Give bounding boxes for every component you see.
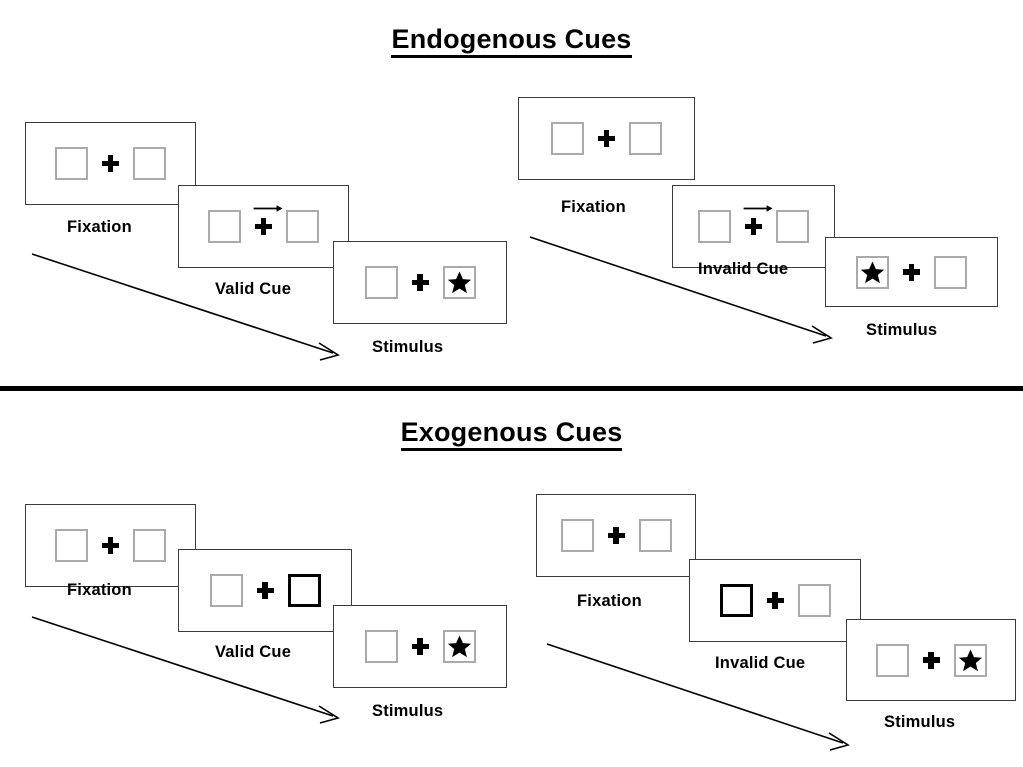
placeholder-box-right <box>934 255 967 289</box>
panel-caption-valid-cue: Valid Cue <box>215 280 292 298</box>
trial-panel-valid-cue <box>178 185 349 268</box>
plus-icon <box>903 263 920 281</box>
placeholder-box-right <box>133 147 166 180</box>
star-icon <box>447 270 472 295</box>
trial-panel-fixation <box>518 97 695 180</box>
panel-caption-fixation: Fixation <box>577 592 642 610</box>
plus-icon <box>411 638 429 655</box>
plus-icon <box>411 274 429 291</box>
placeholder-box-left <box>551 122 584 155</box>
plus-icon <box>253 205 283 235</box>
placeholder-box-left <box>55 529 88 562</box>
star-icon <box>958 648 983 673</box>
panel-caption-invalid-cue: Invalid Cue <box>698 260 789 278</box>
plus-icon <box>766 592 784 609</box>
panel-caption-stimulus: Stimulus <box>372 338 444 356</box>
plus-icon <box>256 582 274 599</box>
trial-panel-fixation <box>536 494 696 577</box>
panel-caption-valid-cue: Valid Cue <box>215 643 292 661</box>
placeholder-box-right <box>629 122 662 155</box>
plus-icon <box>102 537 119 554</box>
arrow-right-icon <box>743 205 773 212</box>
placeholder-box-right <box>797 584 831 617</box>
placeholder-box-left <box>55 147 88 180</box>
placeholder-box-left <box>560 519 594 552</box>
placeholder-box-right <box>776 210 809 243</box>
placeholder-box-right-stimulus <box>442 630 476 663</box>
arrow-right-icon <box>253 205 283 212</box>
placeholder-box-left <box>208 210 241 243</box>
section-title-endogenous: Endogenous Cues <box>0 24 1023 58</box>
plus-icon <box>598 130 615 147</box>
trial-panel-fixation <box>25 122 196 205</box>
panel-caption-fixation: Fixation <box>67 581 132 599</box>
plus-icon <box>743 205 773 235</box>
panel-caption-stimulus: Stimulus <box>884 713 956 731</box>
trial-panel-fixation <box>25 504 196 587</box>
panel-caption-fixation: Fixation <box>561 198 626 216</box>
trial-panel-stimulus <box>825 237 998 307</box>
placeholder-box-left <box>364 266 398 299</box>
placeholder-box-left <box>698 210 731 243</box>
panel-caption-stimulus: Stimulus <box>372 702 444 720</box>
panel-caption-invalid-cue: Invalid Cue <box>715 654 806 672</box>
plus-icon <box>607 527 625 544</box>
trial-panel-valid-cue <box>178 549 352 632</box>
trial-panel-stimulus <box>333 241 507 324</box>
timeline-arrow-icon <box>546 643 850 751</box>
placeholder-box-left-cued <box>719 584 753 617</box>
section-title-exogenous-text: Exogenous Cues <box>400 417 623 451</box>
star-icon <box>447 634 472 659</box>
placeholder-box-right-stimulus <box>953 643 987 677</box>
trial-panel-stimulus <box>846 619 1016 701</box>
panel-caption-fixation: Fixation <box>67 218 132 236</box>
trial-panel-invalid-cue <box>689 559 861 642</box>
trial-panel-stimulus <box>333 605 507 688</box>
plus-icon <box>102 155 119 172</box>
placeholder-box-right <box>286 210 319 243</box>
panel-caption-stimulus: Stimulus <box>866 321 938 339</box>
placeholder-box-right-cued <box>287 574 321 607</box>
placeholder-box-left-stimulus <box>856 255 889 289</box>
section-divider <box>0 386 1023 391</box>
placeholder-box-right-stimulus <box>442 266 476 299</box>
star-icon <box>860 260 885 285</box>
placeholder-box-left <box>209 574 243 607</box>
section-title-exogenous: Exogenous Cues <box>0 417 1023 451</box>
section-title-endogenous-text: Endogenous Cues <box>391 24 632 58</box>
plus-icon <box>922 651 940 669</box>
trial-panel-invalid-cue <box>672 185 835 268</box>
placeholder-box-left <box>875 643 909 677</box>
placeholder-box-left <box>364 630 398 663</box>
placeholder-box-right <box>133 529 166 562</box>
placeholder-box-right <box>638 519 672 552</box>
